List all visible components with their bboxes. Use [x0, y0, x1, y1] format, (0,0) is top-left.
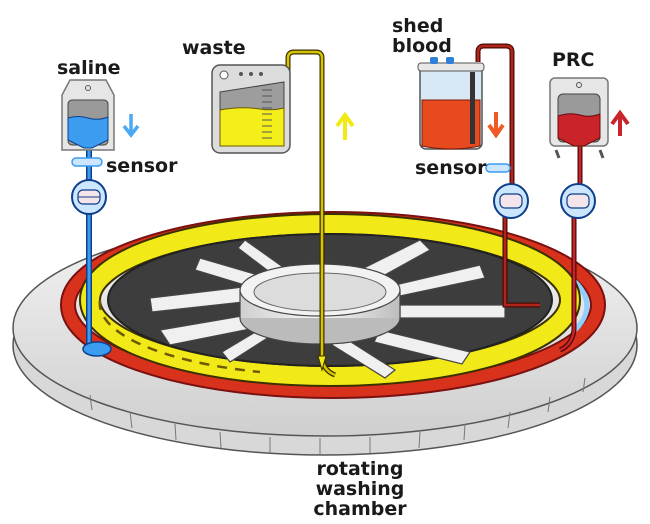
prc-flow-arrow-icon [610, 109, 630, 136]
waste-label: waste [182, 37, 246, 59]
waste-container [211, 64, 355, 154]
waste-line [285, 49, 337, 378]
blood-sensor-label: sensor [415, 157, 487, 179]
chamber-label-line1: rotating [316, 458, 404, 480]
prc-bag [549, 77, 630, 219]
rotating-washing-chamber [12, 211, 638, 456]
saline-label: saline [57, 57, 121, 79]
rim-ribs [89, 377, 586, 454]
saline-flow-arrow-icon [122, 114, 140, 138]
shed-blood-flow-arrow-icon [487, 112, 505, 139]
prc-label: PRC [552, 49, 595, 71]
waste-flow-arrow-icon [335, 111, 355, 140]
chamber-label-line3: chamber [313, 498, 407, 520]
shed-blood-label-line1: shed [392, 15, 444, 37]
shed-blood-reservoir [417, 57, 529, 219]
chamber-label-line2: washing [315, 478, 405, 500]
saline-bag [61, 79, 140, 215]
saline-line [82, 140, 112, 357]
shed-blood-label-line2: blood [392, 35, 452, 57]
saline-sensor-label: sensor [106, 155, 178, 177]
